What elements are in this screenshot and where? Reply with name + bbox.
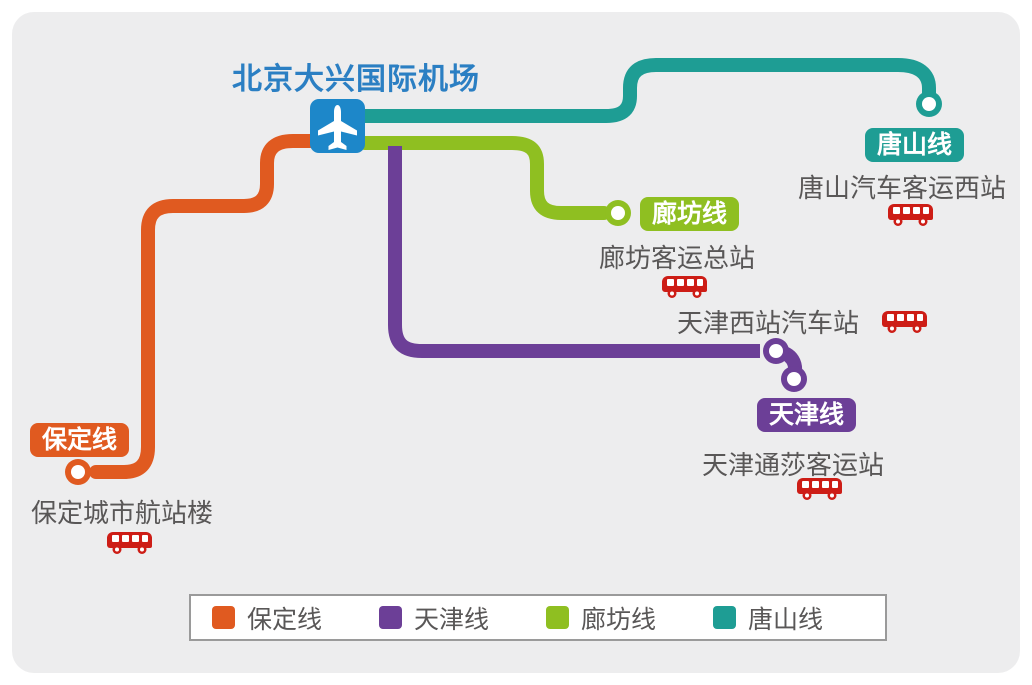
langfang-line-badge: 廊坊线 — [640, 197, 740, 231]
baoding-line-path — [89, 134, 317, 479]
langfang-station-name: 廊坊客运总站 — [599, 243, 756, 273]
langfang-line-path — [358, 136, 611, 220]
baoding-station-name: 保定城市航站楼 — [31, 498, 214, 528]
tianjin-line-path — [388, 146, 760, 358]
tianjin-terminus-station-marker-center — [787, 372, 801, 386]
legend-label-tangshan: 唐山线 — [748, 605, 824, 634]
tangshan-station-name: 唐山汽车客运西站 — [798, 173, 1007, 203]
legend-item-baoding: 保定线 — [212, 600, 322, 636]
legend-item-tianjin: 天津线 — [379, 600, 489, 636]
langfang-bus-icon — [662, 276, 707, 298]
tangshan-color-swatch — [713, 606, 737, 629]
tangshan-line-badge: 唐山线 — [865, 128, 965, 162]
tangshan-bus-icon — [888, 204, 933, 226]
tianjin-end-station-name: 天津通莎客运站 — [702, 450, 885, 480]
tianjin-color-swatch — [379, 606, 403, 629]
tianjin-mid-station-marker-center — [769, 344, 783, 358]
legend-label-tianjin: 天津线 — [414, 605, 490, 634]
airport-title: 北京大兴国际机场 — [232, 63, 480, 96]
tangshan-terminus-station-marker-center — [922, 97, 936, 111]
legend: 保定线 天津线 廊坊线 唐山线 — [189, 594, 887, 641]
baoding-line-badge: 保定线 — [30, 423, 130, 457]
baoding-bus-icon — [107, 532, 152, 554]
tianjin-mid-bus-icon — [882, 311, 927, 333]
tangshan-line-path — [358, 58, 936, 123]
baoding-color-swatch — [212, 606, 235, 629]
legend-label-baoding: 保定线 — [247, 605, 323, 634]
legend-item-langfang: 廊坊线 — [546, 600, 656, 636]
legend-item-tangshan: 唐山线 — [713, 600, 823, 636]
langfang-terminus-station-marker-center — [611, 206, 625, 220]
baoding-terminus-station-marker-center — [71, 465, 85, 479]
tianjin-line-badge: 天津线 — [757, 398, 857, 432]
tianjin-mid-station-name: 天津西站汽车站 — [677, 308, 860, 338]
legend-label-langfang: 廊坊线 — [581, 605, 657, 634]
airplane-icon — [318, 105, 357, 150]
langfang-color-swatch — [546, 606, 570, 629]
